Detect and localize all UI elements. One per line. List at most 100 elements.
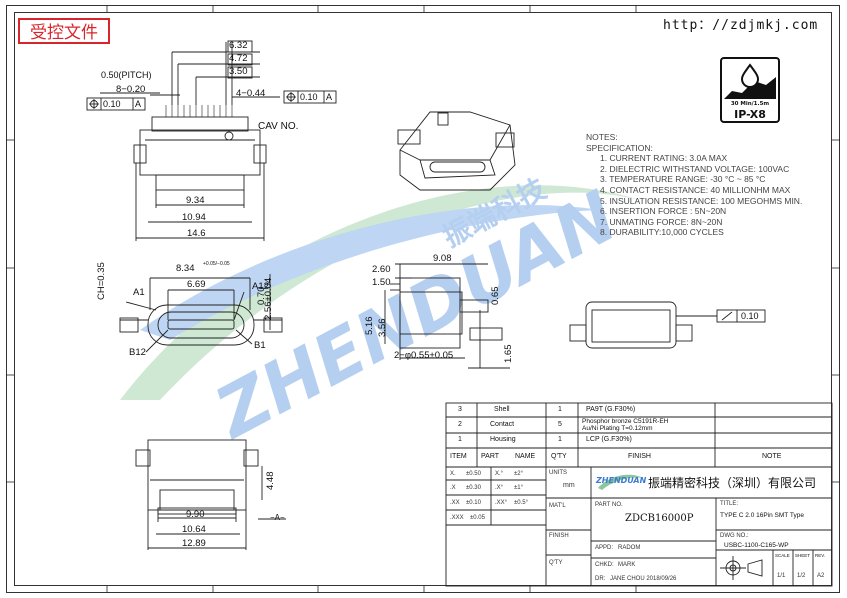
front-view (119, 274, 283, 353)
gdt-tolerance-1: 0.10 (103, 99, 121, 109)
bom-item: 2 (458, 421, 462, 428)
cav-no-label: CAV NO. (258, 121, 299, 132)
tol-d: ±0.5° (514, 500, 529, 506)
units-value: mm (563, 482, 575, 489)
gdt-frames (86, 40, 337, 111)
dim-3-56: 3.56 (377, 318, 388, 338)
bottom-view (135, 439, 286, 550)
tol-b: ±0.30 (466, 485, 481, 491)
dwg-no: USBC-1100-C165-WP (724, 542, 789, 549)
dim-3-50: 3.50 (229, 66, 248, 77)
bom-table-grid (445, 402, 833, 468)
side-view (384, 263, 510, 369)
dim-10-94: 10.94 (182, 212, 206, 223)
dim-10-64: 10.64 (182, 524, 206, 535)
gdt-datum-2: A (326, 92, 333, 102)
material-label: MAT'L (549, 503, 566, 509)
rev-value: A2 (817, 573, 825, 579)
dim-8-0-20: 8−0.20 (116, 84, 146, 95)
tol-a: .X (450, 485, 456, 491)
company-logo: ZHENDUAN (596, 472, 646, 492)
drawn-by: JANE CHOU 2018/09/26 (610, 576, 677, 582)
dim-2-60: 2.60 (372, 264, 391, 275)
bom-header-qty: Q'TY (551, 453, 567, 460)
notes-line: 8. DURABILITY:10,000 CYCLES (600, 227, 724, 238)
notes-line: 2. DIELECTRIC WITHSTAND VOLTAGE: 100VAC (600, 163, 790, 174)
bom-item: 3 (458, 406, 462, 413)
dim-9-34: 9.34 (186, 195, 205, 206)
specification-notes: NOTES: SPECIFICATION: 1. CURRENT RATING:… (586, 132, 802, 238)
dim-6-32: 6.32 (229, 40, 248, 51)
company-name: 振端精密科技（深圳）有限公司 (648, 476, 817, 490)
bom-part: Contact (490, 421, 515, 428)
notes-line: 3. TEMPERATURE RANGE: -30 °C ~ 85 °C (600, 174, 766, 185)
controlled-document-stamp: 受控文件 (18, 18, 110, 44)
title-block-grid (445, 466, 833, 587)
bom-part: Shell (494, 406, 510, 413)
bom-finish: LCP (G.F30%) (586, 436, 632, 443)
tol-b: ±0.50 (466, 471, 481, 477)
notes-line: NOTES: (586, 132, 618, 142)
pin-label-b12: B12 (129, 347, 146, 358)
notes-line: 6. INSERTION FORCE : 5N~20N (600, 206, 727, 217)
dim-1-65: 1.65 (503, 344, 514, 364)
bom-finish: Phosphor bronze C5191R-EH (582, 418, 669, 425)
bom-item: 1 (458, 436, 462, 443)
right-side-view (569, 301, 766, 349)
tol-b: ±0.10 (466, 500, 481, 506)
bom-finish: PA9T (G.F30%) (586, 406, 636, 413)
drawing-title: TYPE C 2.0 16Pin SMT Type (720, 512, 804, 519)
ip-rating-badge: 30 Min/1.5m IP-X8 (720, 57, 780, 123)
dwg-no-label: DWG NO.: (720, 533, 749, 539)
dim-4-0-44: 4−0.44 (236, 88, 266, 99)
iso-view (397, 111, 516, 191)
bom-header-note: NOTE (762, 453, 782, 460)
sheet-label: SHEET (795, 553, 811, 558)
notes-line: 1. CURRENT RATING: 3.0A MAX (600, 153, 728, 164)
company-logo-text: ZHENDUAN (596, 476, 647, 485)
tol-d: ±2° (514, 471, 524, 477)
dim-9-90: 9.90 (186, 509, 205, 520)
dim-chamfer: CH=0.35 (96, 262, 107, 300)
bom-header-part: PART (481, 453, 500, 460)
drawing-outer-frame (6, 5, 840, 593)
drawn-label: DR: (595, 576, 606, 582)
dim-holes: 2−φ0.55±0.05 (394, 350, 454, 361)
dim-8-34-tolerance: +0.05/−0.05 (203, 261, 230, 267)
units-label: UNITS (549, 470, 567, 476)
flatness-tolerance: 0.10 (741, 311, 759, 321)
dim-14-6: 14.6 (187, 228, 206, 239)
qty-label: Q'TY (549, 560, 563, 566)
part-no-label: PART NO. (595, 502, 623, 508)
finish-label: FINISH (549, 533, 569, 539)
pin-label-a12: A12 (252, 281, 269, 292)
ip-rating-text: IP-X8 (734, 108, 766, 121)
checked-by: MARK (618, 562, 636, 568)
tol-c: X.° (495, 471, 504, 477)
dim-0-65: 0.65 (490, 286, 501, 306)
gdt-tolerance-2: 0.10 (300, 92, 318, 102)
dim-4-48: 4.48 (265, 471, 276, 491)
dim-8-34: 8.34 (176, 263, 195, 274)
dim-12-89: 12.89 (182, 538, 206, 549)
dim-4-72: 4.72 (229, 53, 248, 64)
scale-value: 1/1 (777, 573, 786, 579)
bom-header-item: ITEM (450, 453, 467, 460)
notes-line: 4. CONTACT RESISTANCE: 40 MILLIONHM MAX (600, 184, 791, 195)
dim-9-08: 9.08 (433, 253, 452, 264)
tol-c: .X° (495, 485, 504, 491)
tol-a: .XXX (450, 515, 464, 521)
sheet-value: 1/2 (797, 573, 806, 579)
pin-label-a1: A1 (133, 287, 145, 298)
company-url: http：//zdjmkj.com (663, 18, 819, 33)
bom-header-finish: FINISH (628, 453, 651, 460)
rev-label: REV. (815, 553, 826, 558)
scale-label: SCALE (775, 553, 790, 558)
bom-part: Housing (490, 436, 516, 443)
ip-rating-small: 30 Min/1.5m (730, 101, 770, 107)
pin-label-b1: B1 (254, 340, 266, 351)
notes-line: 5. INSULATION RESISTANCE: 100 MEGOHMS MI… (600, 195, 803, 206)
dim-6-69: 6.69 (187, 279, 206, 290)
border-ticks (6, 5, 840, 593)
